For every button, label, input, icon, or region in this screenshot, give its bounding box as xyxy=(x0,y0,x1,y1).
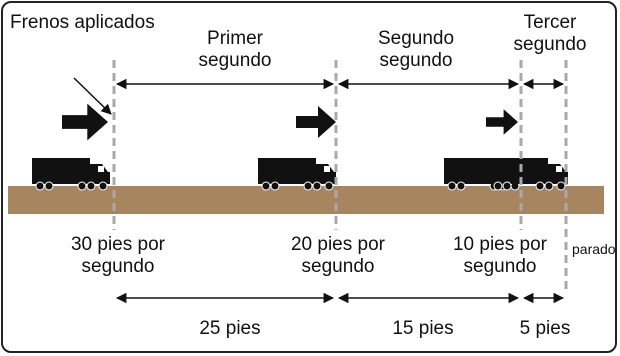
truck-icon xyxy=(31,157,111,191)
speed-1-line-1: 30 pies por xyxy=(70,234,165,255)
interval-3-line-2: segundo xyxy=(513,34,587,55)
truck-icon xyxy=(257,157,337,191)
speed-1-line-2: segundo xyxy=(81,256,155,277)
interval-1-line-2: segundo xyxy=(198,50,272,71)
interval-2-line-2: segundo xyxy=(379,50,453,71)
brakes-applied-label: Frenos aplicados xyxy=(10,12,155,33)
distance-3-label: 5 pies xyxy=(519,318,571,339)
interval-2-line-1: Segundo xyxy=(377,28,455,49)
brakes-pointer xyxy=(73,77,112,115)
interval-3-line-1: Tercer xyxy=(523,12,577,33)
speed-3-label: 10 pies por segundo xyxy=(440,234,560,278)
stopped-label: parado xyxy=(572,241,616,257)
speed-3-line-1: 10 pies por xyxy=(452,234,547,255)
speed-2-line-1: 20 pies por xyxy=(290,234,385,255)
speed-2-line-2: segundo xyxy=(301,256,375,277)
interval-3-label: Tercer segundo xyxy=(510,12,590,56)
interval-1-label: Primer segundo xyxy=(190,28,280,72)
speed-1-label: 30 pies por segundo xyxy=(58,234,178,278)
interval-2-label: Segundo segundo xyxy=(366,28,466,72)
motion-arrow-icon xyxy=(486,109,518,135)
road xyxy=(8,186,604,214)
distance-2-label: 15 pies xyxy=(392,318,454,339)
truck-icon xyxy=(489,157,569,191)
speed-2-label: 20 pies por segundo xyxy=(278,234,398,278)
speed-3-line-2: segundo xyxy=(463,256,537,277)
motion-arrow-icon xyxy=(296,106,336,138)
distance-1-label: 25 pies xyxy=(199,318,261,339)
motion-arrow-icon xyxy=(62,103,108,141)
interval-1-line-1: Primer xyxy=(207,28,263,49)
